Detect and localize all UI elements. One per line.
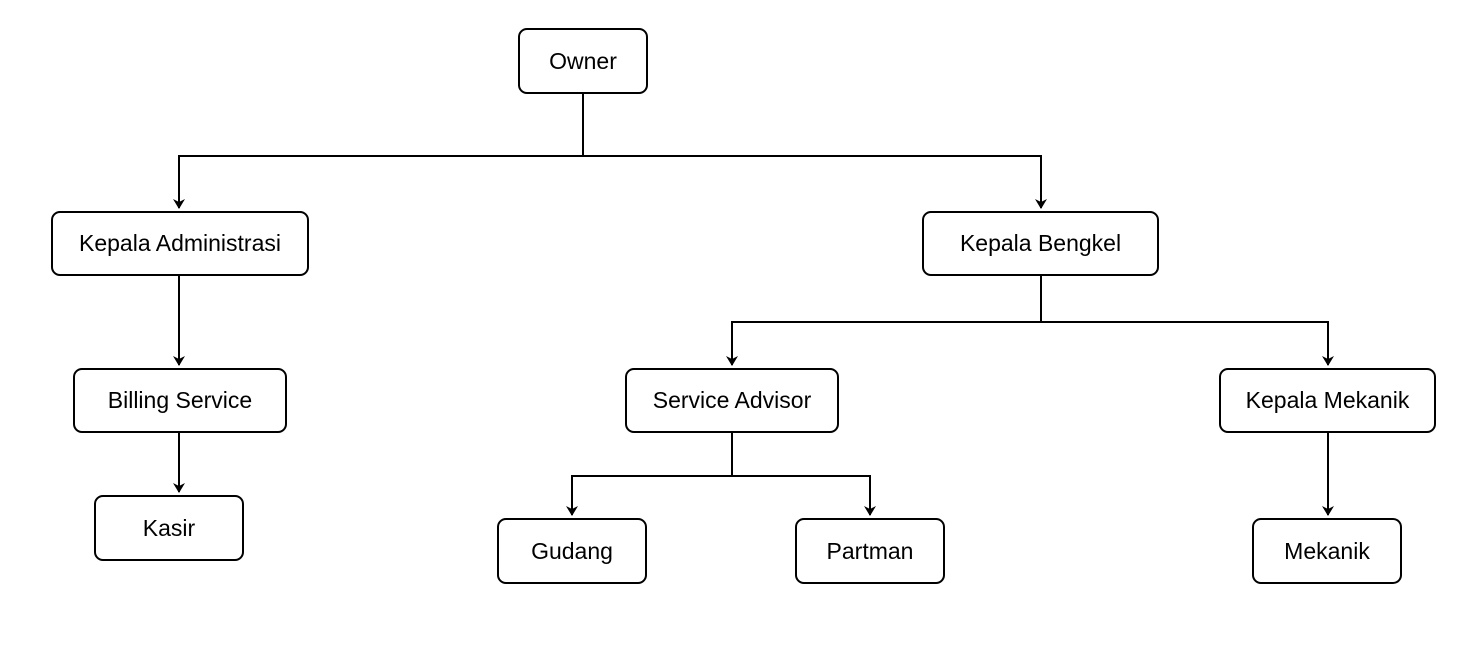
edge-kepala-bengkel-service-advisor — [726, 276, 1042, 366]
node-kepala-bengkel: Kepala Bengkel — [922, 211, 1159, 276]
edge-kepala-bengkel-kepala-mekanik — [1041, 321, 1334, 366]
node-partman: Partman — [795, 518, 945, 584]
edge-service-advisor-gudang — [566, 433, 733, 516]
node-gudang: Gudang — [497, 518, 647, 584]
edge-service-advisor-partman — [732, 475, 876, 516]
edge-owner-kepala-administrasi — [173, 94, 584, 209]
node-mekanik: Mekanik — [1252, 518, 1402, 584]
node-service-advisor: Service Advisor — [625, 368, 839, 433]
node-owner: Owner — [518, 28, 648, 94]
node-kasir: Kasir — [94, 495, 244, 561]
node-billing-service: Billing Service — [73, 368, 287, 433]
node-kepala-mekanik: Kepala Mekanik — [1219, 368, 1436, 433]
node-kepala-administrasi: Kepala Administrasi — [51, 211, 309, 276]
edge-owner-kepala-bengkel — [583, 155, 1047, 209]
